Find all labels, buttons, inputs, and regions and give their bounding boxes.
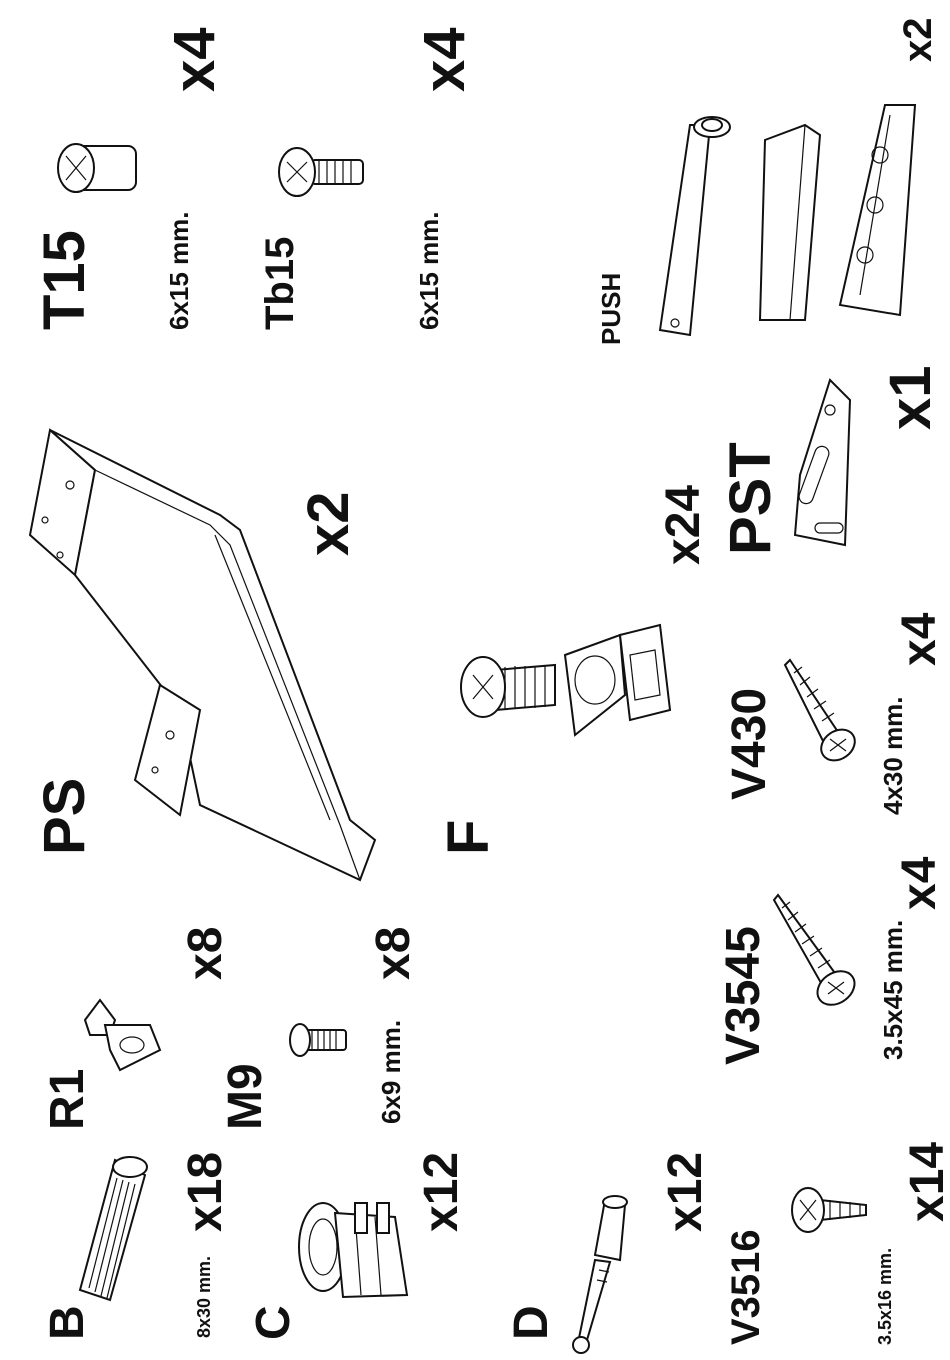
part-code-d: D: [508, 1305, 556, 1340]
part-code-t15: T15: [36, 230, 94, 330]
shelf-support-icon: [80, 995, 165, 1075]
part-qty-c: x12: [418, 1152, 466, 1232]
part-code-m9: M9: [222, 1063, 270, 1130]
part-qty-m9: x8: [370, 927, 418, 980]
part-qty-v430: x4: [896, 613, 944, 666]
part-size-t15: 6x15 mm.: [166, 211, 192, 330]
part-qty-d: x12: [662, 1152, 710, 1232]
dowel-icon: [75, 1150, 165, 1310]
part-qty-v3545: x4: [896, 857, 944, 910]
part-size-tb15: 6x15 mm.: [416, 211, 442, 330]
screw-icon: [788, 1180, 873, 1240]
screw-icon: [286, 1020, 351, 1060]
push-latch-icon: [650, 95, 930, 345]
part-code-pst: PST: [722, 442, 780, 555]
bracket-icon: [20, 425, 390, 890]
screw-icon: [770, 890, 860, 1010]
part-qty-t15: x4: [166, 27, 224, 92]
part-size-b: 8x30 mm.: [195, 1256, 213, 1338]
angle-plate-icon: [785, 375, 865, 555]
part-code-f: F: [440, 820, 498, 855]
part-qty-push: x2: [898, 18, 938, 63]
part-qty-pst: x1: [882, 365, 940, 430]
part-size-v3516: 3.5x16 mm.: [876, 1248, 894, 1345]
screw-icon: [275, 142, 370, 202]
part-code-r1: R1: [44, 1069, 92, 1130]
part-qty-f: x24: [660, 485, 708, 565]
corner-connector-icon: [455, 615, 685, 745]
part-qty-b: x18: [182, 1152, 230, 1232]
part-code-c: C: [250, 1305, 298, 1340]
part-code-b: B: [44, 1305, 92, 1340]
part-code-v3516: V3516: [726, 1229, 766, 1345]
part-code-push: PUSH: [598, 273, 624, 345]
cap-screw-icon: [50, 138, 145, 198]
part-code-v3545: V3545: [720, 926, 768, 1065]
part-qty-v3516: x14: [904, 1142, 950, 1222]
part-qty-tb15: x4: [416, 27, 474, 92]
cam-lock-icon: [295, 1195, 415, 1305]
part-size-m9: 6x9 mm.: [378, 1020, 404, 1124]
part-code-v430: V430: [726, 688, 774, 800]
part-qty-r1: x8: [182, 927, 230, 980]
screw-icon: [780, 655, 860, 765]
cam-bolt-icon: [565, 1190, 645, 1360]
part-code-tb15: Tb15: [260, 237, 300, 330]
part-size-v3545: 3.5x45 mm.: [880, 920, 906, 1060]
part-size-v430: 4x30 mm.: [880, 696, 906, 815]
